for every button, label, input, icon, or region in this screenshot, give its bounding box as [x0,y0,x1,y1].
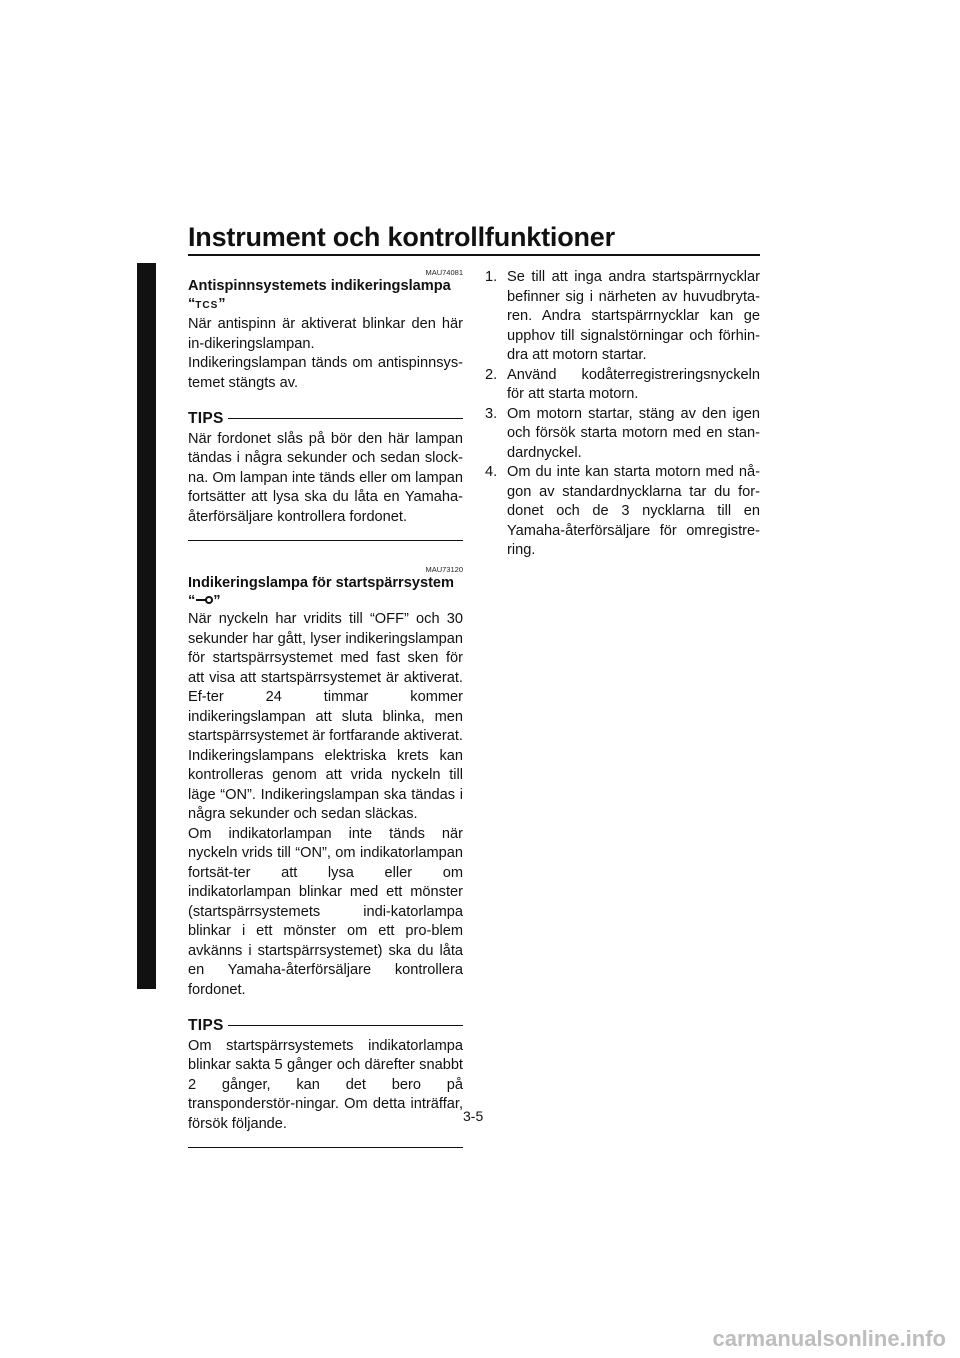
paragraph: Om indikatorlampan inte tänds när nyckel… [188,825,463,998]
tips-label: TIPS [188,1017,224,1035]
page-title: Instrument och kontrollfunktioner [188,222,615,252]
tips-header: TIPS [188,1016,463,1036]
chapter-tab [137,263,156,989]
section-code: MAU73120 [425,565,463,574]
section-heading-tcs: Antispinnsystemets indikeringslampa “TCS… [188,277,463,315]
list-number: 4. [485,464,498,480]
tips-box: När fordonet slås på bör den här lampan … [188,429,463,541]
section-heading-immobilizer: Indikeringslampa för startspärrsystem “ ” [188,574,463,610]
list-text: Om motorn startar, stäng av den igen och… [507,405,760,461]
tips-end-rule [188,540,463,541]
right-column: 1. Se till att inga andra startspärrnyckl… [485,268,760,561]
list-item: 3. Om motorn startar, stäng av den igen o… [485,405,760,464]
key-icon [195,592,214,610]
list-text: Se till att inga andra startspärrnycklar… [507,269,760,363]
heading-quote-open: “ [188,593,196,609]
tips-rule [227,418,463,420]
heading-text: Antispinnsystemets indikeringslampa [188,278,451,294]
heading-text: Indikeringslampa för startspärrsystem [188,575,455,591]
heading-quote-close: ” [213,593,221,609]
tips-rule [227,1025,463,1027]
list-number: 2. [485,366,498,383]
tips-text: Om startspärrsystemets indikatorlampa bl… [188,1037,463,1132]
tips-end-rule [188,1147,463,1149]
paragraph: Indikeringslampan tänds om antispinnsys-… [188,355,463,391]
tips-header: TIPS [188,409,463,429]
watermark: carmanualsonline.info [712,1326,947,1351]
chapter-tab-number: 3 [143,434,152,451]
paragraph: När antispinn är aktiverat blinkar den h… [188,316,463,352]
title-rule [188,254,760,256]
tcs-icon: TCS [195,300,219,311]
list-item: 4. Om du inte kan starta motorn med nå-go… [485,463,760,561]
tips-label: TIPS [188,410,224,427]
paragraph: Indikeringslampans elektriska krets kan … [188,747,463,823]
list-text: Om du inte kan starta motorn med nå-gon … [507,464,760,558]
list-number: 1. [485,269,498,285]
section-code: MAU74081 [425,268,463,277]
tips-box: Om startspärrsystemets indikatorlampa bl… [188,1036,463,1149]
tips-text: När fordonet slås på bör den här lampan … [188,430,463,525]
list-number: 3. [485,405,498,422]
paragraph: När nyckeln har vridits till “OFF” och 3… [188,611,463,745]
numbered-list: 1. Se till att inga andra startspärrnyckl… [485,268,760,561]
list-item: 2. Använd kodåterregistreringsnyckeln för… [485,366,760,405]
heading-quote-close: ” [218,296,226,312]
list-item: 1. Se till att inga andra startspärrnyckl… [485,268,760,366]
list-text: Använd kodåterregistreringsnyckeln för a… [507,366,760,403]
heading-quote-open: “ [188,296,196,312]
page-number: 3-5 [463,1108,484,1124]
left-column: MAU74081 Antispinnsystemets indikeringsl… [188,268,463,1149]
